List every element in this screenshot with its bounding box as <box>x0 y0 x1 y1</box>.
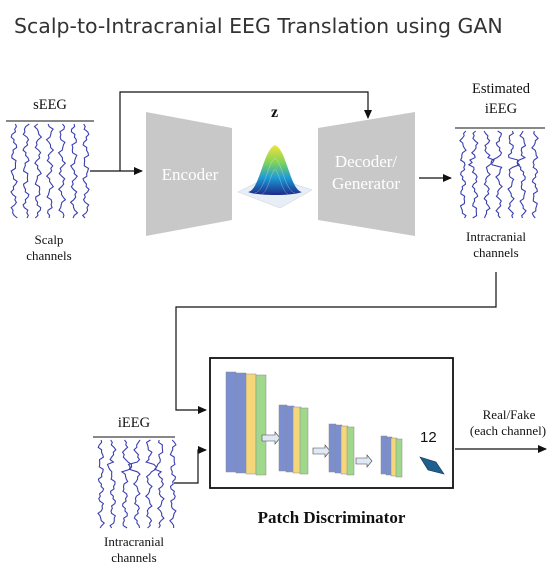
layer-transition-arrow <box>312 444 331 458</box>
patch-output-block <box>419 456 445 475</box>
discriminator-conv-layers <box>225 371 445 478</box>
eeg-channel-trace <box>144 439 158 529</box>
conv-layer-slab <box>245 373 257 475</box>
layer-transition-arrow <box>261 431 281 445</box>
eeg-channel-trace <box>106 439 117 529</box>
discriminator-frame <box>209 357 454 489</box>
estimated-channels-label-2: channels <box>473 245 519 260</box>
eeg-channel-trace <box>153 439 165 529</box>
eeg-channel-trace <box>483 130 495 219</box>
scalp-channels-label-1: Scalp <box>34 232 64 247</box>
estimated-label-line2: iEEG <box>484 101 518 117</box>
eeg-channel-trace <box>169 439 177 529</box>
encoder-label: Encoder <box>161 165 219 184</box>
estimated-channels-label-1: Intracranial <box>466 229 526 244</box>
real-ieeg-waveforms <box>97 439 177 529</box>
eeg-channel-trace <box>69 123 79 219</box>
scalp-channels-label-2: channels <box>26 248 72 263</box>
eeg-channel-trace <box>490 130 503 219</box>
eeg-channel-trace <box>531 130 539 219</box>
eeg-channel-trace <box>45 123 55 219</box>
output-label-line1: Real/Fake <box>482 407 536 422</box>
eeg-channel-trace <box>120 439 133 529</box>
conv-layer-slab <box>225 371 237 473</box>
output-label-line2: (each channel) <box>469 423 547 438</box>
estimated-ieeg-waveforms <box>459 130 539 219</box>
conv-layer-slab <box>346 426 355 476</box>
eeg-channel-trace <box>467 130 479 219</box>
patch-discriminator-title: Patch Discriminator <box>257 508 406 527</box>
latent-z-label: z <box>271 104 279 121</box>
latent-gaussian-surface <box>237 145 313 209</box>
eeg-channel-trace <box>127 439 141 529</box>
layer-transition-arrow <box>355 454 373 468</box>
conv-layer-slab <box>255 374 267 476</box>
encoder-block <box>146 112 232 236</box>
decoder-label-line2: Generator <box>332 174 400 193</box>
conv-layer-slab <box>299 407 309 475</box>
real-channels-label-1: Intracranial <box>104 534 164 549</box>
patch-count-label: 12 <box>420 429 437 446</box>
seeg-label: sEEG <box>33 97 67 113</box>
conv-layer-slab <box>395 438 403 478</box>
eeg-channel-trace <box>22 123 30 219</box>
eeg-channel-trace <box>10 123 18 219</box>
diagram-title: Scalp-to-Intracranial EEG Translation us… <box>14 14 503 38</box>
real-to-discriminator-line <box>174 446 207 484</box>
eeg-channel-trace <box>33 123 43 219</box>
skip-connection-line <box>119 91 372 171</box>
eeg-channel-trace <box>516 130 527 219</box>
eeg-channel-trace <box>507 130 521 219</box>
eeg-channel-trace <box>57 123 67 219</box>
real-channels-label-2: channels <box>111 550 157 565</box>
eeg-channel-trace <box>97 439 106 529</box>
eeg-channel-trace <box>81 123 90 219</box>
eeg-channel-trace <box>459 130 467 219</box>
scalp-eeg-waveforms <box>10 123 90 219</box>
decoder-generator-block <box>318 112 415 236</box>
conv-layer-slab <box>235 372 247 474</box>
real-ieeg-label: iEEG <box>117 415 151 431</box>
estimated-to-discriminator-line <box>175 272 497 414</box>
estimated-label-line1: Estimated <box>472 81 530 97</box>
decoder-label-line1: Decoder/ <box>334 152 398 171</box>
